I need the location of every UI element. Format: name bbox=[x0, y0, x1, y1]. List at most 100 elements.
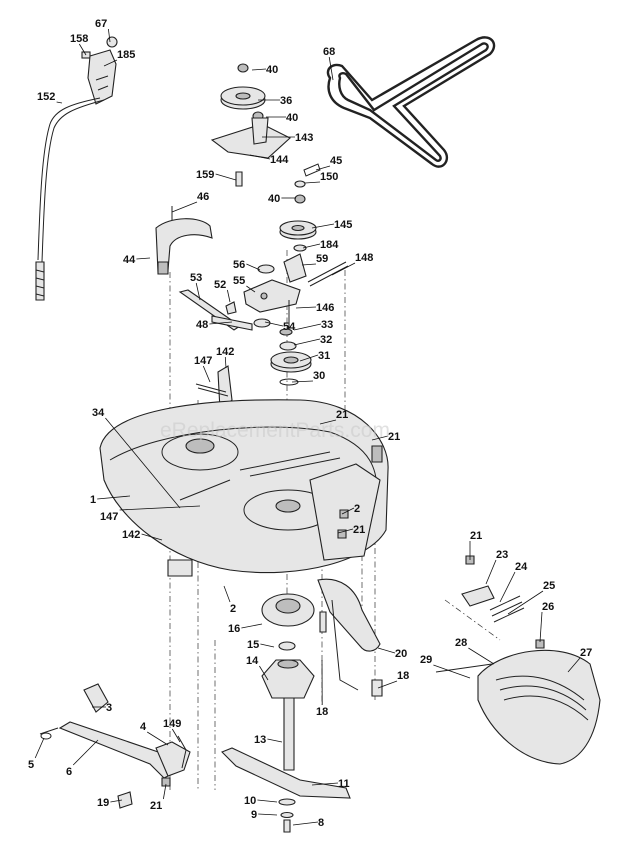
idler-arm-assembly bbox=[178, 264, 301, 331]
leader-line-c21c bbox=[337, 528, 354, 534]
leader-line-c148 bbox=[331, 262, 356, 276]
callout-c147a: 147 bbox=[194, 355, 212, 367]
leader-line-c185 bbox=[103, 59, 118, 67]
callout-c148: 148 bbox=[355, 252, 373, 264]
callout-c18b: 18 bbox=[316, 706, 328, 718]
leader-line-c145 bbox=[311, 223, 335, 229]
cable-assembly bbox=[35, 36, 118, 301]
leader-line-c150 bbox=[304, 181, 321, 184]
leader-line-c19 bbox=[110, 799, 123, 803]
right-idler-assembly bbox=[279, 220, 349, 287]
callout-c29: 29 bbox=[420, 654, 432, 666]
callout-c142b: 142 bbox=[122, 529, 140, 541]
leader-line-c16 bbox=[241, 623, 263, 629]
leader-line-c158 bbox=[78, 43, 87, 56]
callout-c184: 184 bbox=[320, 239, 339, 251]
leader-line-c159 bbox=[215, 173, 237, 181]
leader-line-c9 bbox=[258, 813, 278, 816]
belt-guard bbox=[155, 206, 213, 275]
callout-c10: 10 bbox=[244, 795, 256, 807]
callout-c185: 185 bbox=[117, 49, 135, 61]
callout-c147b: 147 bbox=[100, 511, 118, 523]
callout-c1: 1 bbox=[90, 494, 96, 506]
small-hardware-upper bbox=[294, 163, 321, 204]
callout-c26: 26 bbox=[542, 601, 554, 613]
callout-c31: 31 bbox=[318, 350, 330, 362]
leader-line-c5 bbox=[34, 737, 45, 759]
callout-c21c: 21 bbox=[353, 524, 365, 536]
leader-line-c59 bbox=[301, 263, 317, 266]
callout-c23: 23 bbox=[496, 549, 508, 561]
leader-line-c147a bbox=[202, 365, 211, 383]
callout-c68: 68 bbox=[323, 46, 335, 58]
leader-line-c2b bbox=[223, 585, 231, 603]
callout-c158: 158 bbox=[70, 33, 88, 45]
callout-c55: 55 bbox=[233, 275, 245, 287]
leader-line-c55 bbox=[246, 285, 256, 293]
callout-c40a: 40 bbox=[266, 64, 278, 76]
callout-c21b: 21 bbox=[388, 431, 400, 443]
callout-c20: 20 bbox=[395, 648, 407, 660]
callout-c34: 34 bbox=[92, 407, 105, 419]
leader-line-c33 bbox=[293, 323, 322, 331]
leader-line-c26 bbox=[539, 611, 543, 643]
leader-line-c52 bbox=[227, 289, 231, 303]
leader-line-c46 bbox=[171, 201, 198, 213]
leader-line-c146 bbox=[295, 306, 317, 309]
leader-line-c45 bbox=[315, 165, 331, 171]
callout-c21a: 21 bbox=[336, 409, 348, 421]
callout-c13: 13 bbox=[254, 734, 266, 746]
callout-c16: 16 bbox=[228, 623, 240, 635]
callout-c27: 27 bbox=[580, 647, 592, 659]
deflector-bracket bbox=[317, 578, 383, 697]
leader-line-c8 bbox=[292, 821, 319, 826]
callout-c14: 14 bbox=[246, 655, 259, 667]
leader-line-c18a bbox=[377, 680, 398, 689]
callout-c8: 8 bbox=[318, 817, 324, 829]
callout-c40c: 40 bbox=[268, 193, 280, 205]
callout-c9: 9 bbox=[251, 809, 257, 821]
leader-line-c27 bbox=[567, 657, 581, 673]
callout-c159: 159 bbox=[196, 169, 214, 181]
callout-c3: 3 bbox=[106, 702, 112, 714]
callout-c30: 30 bbox=[313, 370, 325, 382]
callout-c4: 4 bbox=[140, 721, 147, 733]
leader-line-c25 bbox=[507, 590, 544, 615]
callout-c150: 150 bbox=[320, 171, 338, 183]
callout-c144: 144 bbox=[270, 154, 289, 166]
leader-line-c2a bbox=[341, 507, 355, 515]
callout-c15: 15 bbox=[247, 639, 259, 651]
callout-c24: 24 bbox=[515, 561, 528, 573]
leader-line-c1 bbox=[97, 495, 131, 500]
callout-c56: 56 bbox=[233, 259, 245, 271]
watermark-text: eReplacementParts.com bbox=[160, 419, 390, 442]
callout-c2b: 2 bbox=[230, 603, 236, 615]
leader-line-c149 bbox=[171, 728, 181, 743]
callout-c11: 11 bbox=[338, 778, 350, 790]
callout-c33: 33 bbox=[321, 319, 333, 331]
discharge-chute-assembly bbox=[435, 555, 601, 765]
callout-c54: 54 bbox=[283, 321, 296, 333]
callout-c44: 44 bbox=[123, 254, 136, 266]
deck-housing bbox=[99, 399, 389, 577]
callout-c36: 36 bbox=[280, 95, 292, 107]
leader-line-c4 bbox=[146, 731, 169, 746]
drive-pulley-assembly bbox=[195, 328, 312, 412]
callout-c143: 143 bbox=[295, 132, 313, 144]
callout-c21d: 21 bbox=[470, 530, 482, 542]
leader-line-c30 bbox=[291, 380, 314, 383]
leader-line-c56 bbox=[246, 263, 261, 271]
callout-c5: 5 bbox=[28, 759, 34, 771]
callout-c40b: 40 bbox=[286, 112, 298, 124]
leader-line-c21e bbox=[163, 783, 167, 800]
leader-line-c53 bbox=[195, 282, 201, 301]
callout-c145: 145 bbox=[334, 219, 352, 231]
callout-c21e: 21 bbox=[150, 800, 162, 812]
callout-c152: 152 bbox=[37, 91, 55, 103]
leader-line-c21a bbox=[319, 419, 337, 425]
idler-pulley-stack bbox=[210, 63, 291, 187]
callout-c18a: 18 bbox=[397, 670, 409, 682]
leader-line-c13 bbox=[267, 738, 283, 743]
